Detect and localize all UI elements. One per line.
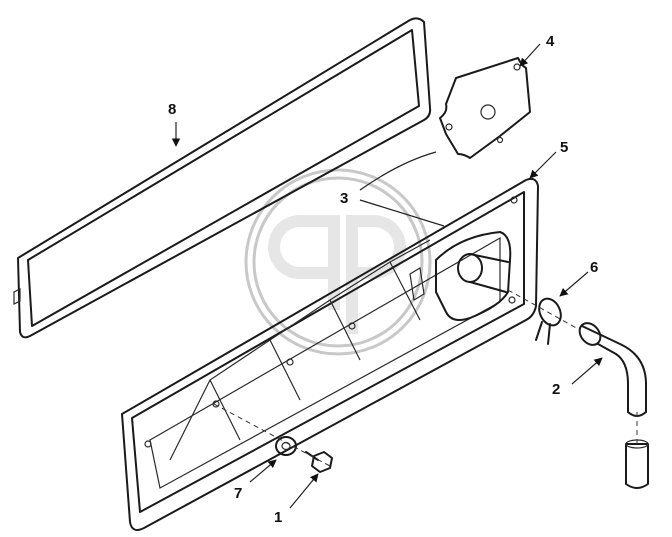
callout-7: 7 [234, 485, 242, 502]
leader-7 [249, 459, 277, 483]
leader-1 [289, 473, 319, 509]
leader-3a [359, 151, 437, 191]
gasket [13, 17, 432, 339]
leader-3b [359, 199, 445, 227]
callout-3: 3 [340, 190, 348, 207]
callout-6: 6 [590, 259, 598, 276]
baffle-plate [439, 57, 531, 159]
watermark-logo [244, 168, 432, 356]
hose-clamp [535, 297, 562, 345]
callout-8: 8 [168, 101, 176, 118]
assembly-line-breather [507, 289, 581, 331]
leader-4 [519, 43, 541, 67]
callout-4: 4 [546, 33, 555, 50]
breather-hose [578, 322, 649, 489]
callout-1: 1 [274, 509, 282, 526]
leader-6 [559, 271, 589, 297]
callout-2: 2 [552, 381, 560, 398]
callout-5: 5 [560, 139, 568, 156]
valve-cover [121, 177, 539, 531]
assembly-line-bolt [213, 403, 331, 467]
leader-2 [571, 357, 603, 385]
leader-5 [529, 151, 557, 179]
